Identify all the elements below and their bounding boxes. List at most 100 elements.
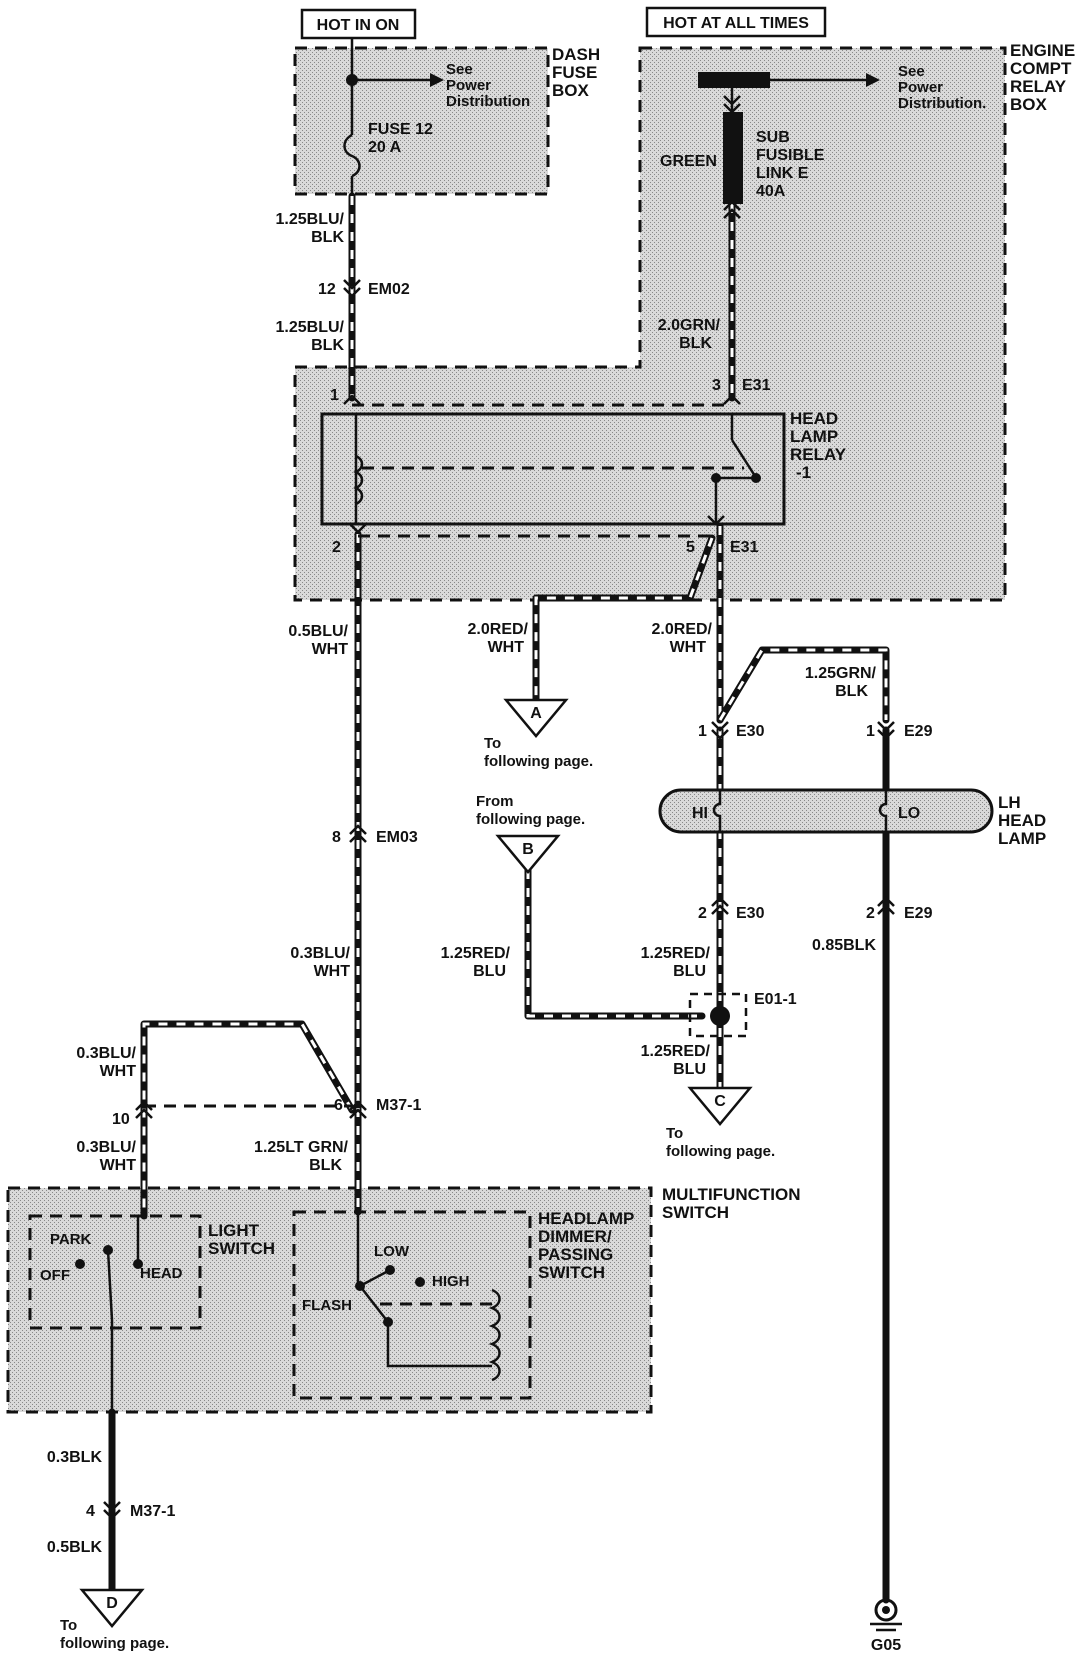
fusible-label-2: FUSIBLE xyxy=(756,147,825,164)
fuse-label-2: 20 A xyxy=(368,139,402,156)
wire-label-w3b: BLK xyxy=(679,335,712,352)
wire-label-w4b: WHT xyxy=(312,641,349,658)
see-power-3: Distribution xyxy=(446,93,530,110)
ref-c-line2: following page. xyxy=(666,1143,775,1160)
wire-label-w8b: WHT xyxy=(314,963,351,980)
wire-label-w1a: 1.25BLU/ xyxy=(276,211,345,228)
wire-label-w14b: BLK xyxy=(309,1157,342,1174)
ref-a-triangle xyxy=(503,698,569,738)
head-label: HEAD xyxy=(140,1265,183,1282)
wire-label-w11b: BLU xyxy=(673,1061,706,1078)
wire-label-w7b: BLK xyxy=(835,683,868,700)
head-lamp-relay-label-3: RELAY xyxy=(790,445,847,464)
splice-box xyxy=(688,992,748,1038)
dimmer-switch-region xyxy=(292,1210,532,1400)
hot-in-on-box xyxy=(300,8,417,40)
fusible-label-4: 40A xyxy=(756,183,786,200)
dimmer-label-2: DIMMER/ xyxy=(538,1227,612,1246)
wire-label-w14a: 1.25LT GRN/ xyxy=(254,1139,349,1156)
connector-icons xyxy=(103,95,895,1520)
head-lamp-relay-box xyxy=(320,412,786,526)
ref-d-line1: To xyxy=(60,1617,77,1634)
wire-label-w5a: 2.0RED/ xyxy=(468,621,529,638)
light-switch-region xyxy=(28,1214,202,1330)
light-switch-label-1: LIGHT xyxy=(208,1221,260,1240)
wire-label-w12b: WHT xyxy=(100,1063,137,1080)
arrow-right-icon-2 xyxy=(866,73,880,87)
busbar xyxy=(698,72,770,88)
wire-label-w3a: 2.0GRN/ xyxy=(658,317,721,334)
wire-label-w13b: WHT xyxy=(100,1157,137,1174)
e31-top-name: E31 xyxy=(742,377,771,394)
dash-fuse-box-label-1: DASH xyxy=(552,45,600,64)
engine-relay-box-label-4: BOX xyxy=(1010,95,1048,114)
low-label: LOW xyxy=(374,1243,410,1260)
multifunction-label-1: MULTIFUNCTION xyxy=(662,1185,801,1204)
wire-label-w9b: BLU xyxy=(473,963,506,980)
ref-a-line1: To xyxy=(484,735,501,752)
lamp-lo-label: LO xyxy=(898,805,920,822)
dash-fuse-box-label-3: BOX xyxy=(552,81,590,100)
lo-filament-icon xyxy=(878,790,888,832)
e30-bot-name: E30 xyxy=(736,905,765,922)
wire-label-w5b: WHT xyxy=(488,639,525,656)
arrow-right-icon xyxy=(430,73,444,87)
flash-label: FLASH xyxy=(302,1297,352,1314)
lh-head-lamp-label-1: LH xyxy=(998,793,1021,812)
hot-in-on-label: HOT IN ON xyxy=(317,17,400,34)
e29-bot-name: E29 xyxy=(904,905,933,922)
hot-at-all-times-label: HOT AT ALL TIMES xyxy=(663,15,809,32)
ref-b-line2: following page. xyxy=(476,811,585,828)
e29-bot-pin: 2 xyxy=(866,905,875,922)
dimmer-spring-icon xyxy=(488,1288,501,1382)
lamp-hi-label: HI xyxy=(692,805,708,822)
see-power-1: See xyxy=(446,61,473,78)
ref-b-letter: B xyxy=(522,841,534,858)
e01-label: E01-1 xyxy=(754,991,797,1008)
engine-relay-box-label-2: COMPT xyxy=(1010,59,1072,78)
head-lamp-relay-label-1: HEAD xyxy=(790,409,838,428)
see-power2-1: See xyxy=(898,63,925,80)
relay-coil-icon xyxy=(353,454,364,506)
relay-pin1: 1 xyxy=(330,387,339,404)
relay-pin2: 2 xyxy=(332,539,341,556)
ref-c-line1: To xyxy=(666,1125,683,1142)
engine-relay-box-label-1: ENGINE xyxy=(1010,41,1075,60)
see-power2-2: Power xyxy=(898,79,943,96)
wire-label-w10a: 1.25RED/ xyxy=(641,945,711,962)
fuse-label-1: FUSE 12 xyxy=(368,121,433,138)
m37-pin6: 6 xyxy=(334,1097,343,1114)
light-switch-arm xyxy=(106,1249,114,1321)
e31-bot-pin: 5 xyxy=(686,539,695,556)
wire-label-w16: 0.3BLK xyxy=(47,1449,103,1466)
m37-name: M37-1 xyxy=(376,1097,421,1114)
wire-label-w2b: BLK xyxy=(311,337,344,354)
fusible-label-1: SUB xyxy=(756,129,790,146)
e31-bot-name: E31 xyxy=(730,539,759,556)
em03-name: EM03 xyxy=(376,829,418,846)
ref-d-triangle xyxy=(79,1588,145,1628)
ref-b-triangle xyxy=(495,834,561,874)
wire-label-w6a: 2.0RED/ xyxy=(652,621,713,638)
fusible-color-label: GREEN xyxy=(660,153,717,170)
wire-segments xyxy=(108,192,890,1604)
dash-fuse-box-region xyxy=(293,46,550,196)
ref-a-line2: following page. xyxy=(484,753,593,770)
fusible-link-icon xyxy=(723,112,743,204)
ground-label: G05 xyxy=(871,1637,901,1654)
ref-a-letter: A xyxy=(530,705,542,722)
fuse-icon xyxy=(343,133,361,178)
wire-label-w11a: 1.25RED/ xyxy=(641,1043,711,1060)
ref-c-letter: C xyxy=(714,1093,726,1110)
dash-fuse-box-label-2: FUSE xyxy=(552,63,597,82)
lh-head-lamp-label-2: HEAD xyxy=(998,811,1046,830)
wire-label-w10b: BLU xyxy=(673,963,706,980)
em02-name: EM02 xyxy=(368,281,410,298)
ground-center xyxy=(882,1606,890,1614)
wire-label-w17: 0.5BLK xyxy=(47,1539,103,1556)
wire-label-w4a: 0.5BLU/ xyxy=(288,623,348,640)
dimmer-arm xyxy=(359,1268,391,1288)
dimmer-label-1: HEADLAMP xyxy=(538,1209,634,1228)
multifunction-label-2: SWITCH xyxy=(662,1203,729,1222)
